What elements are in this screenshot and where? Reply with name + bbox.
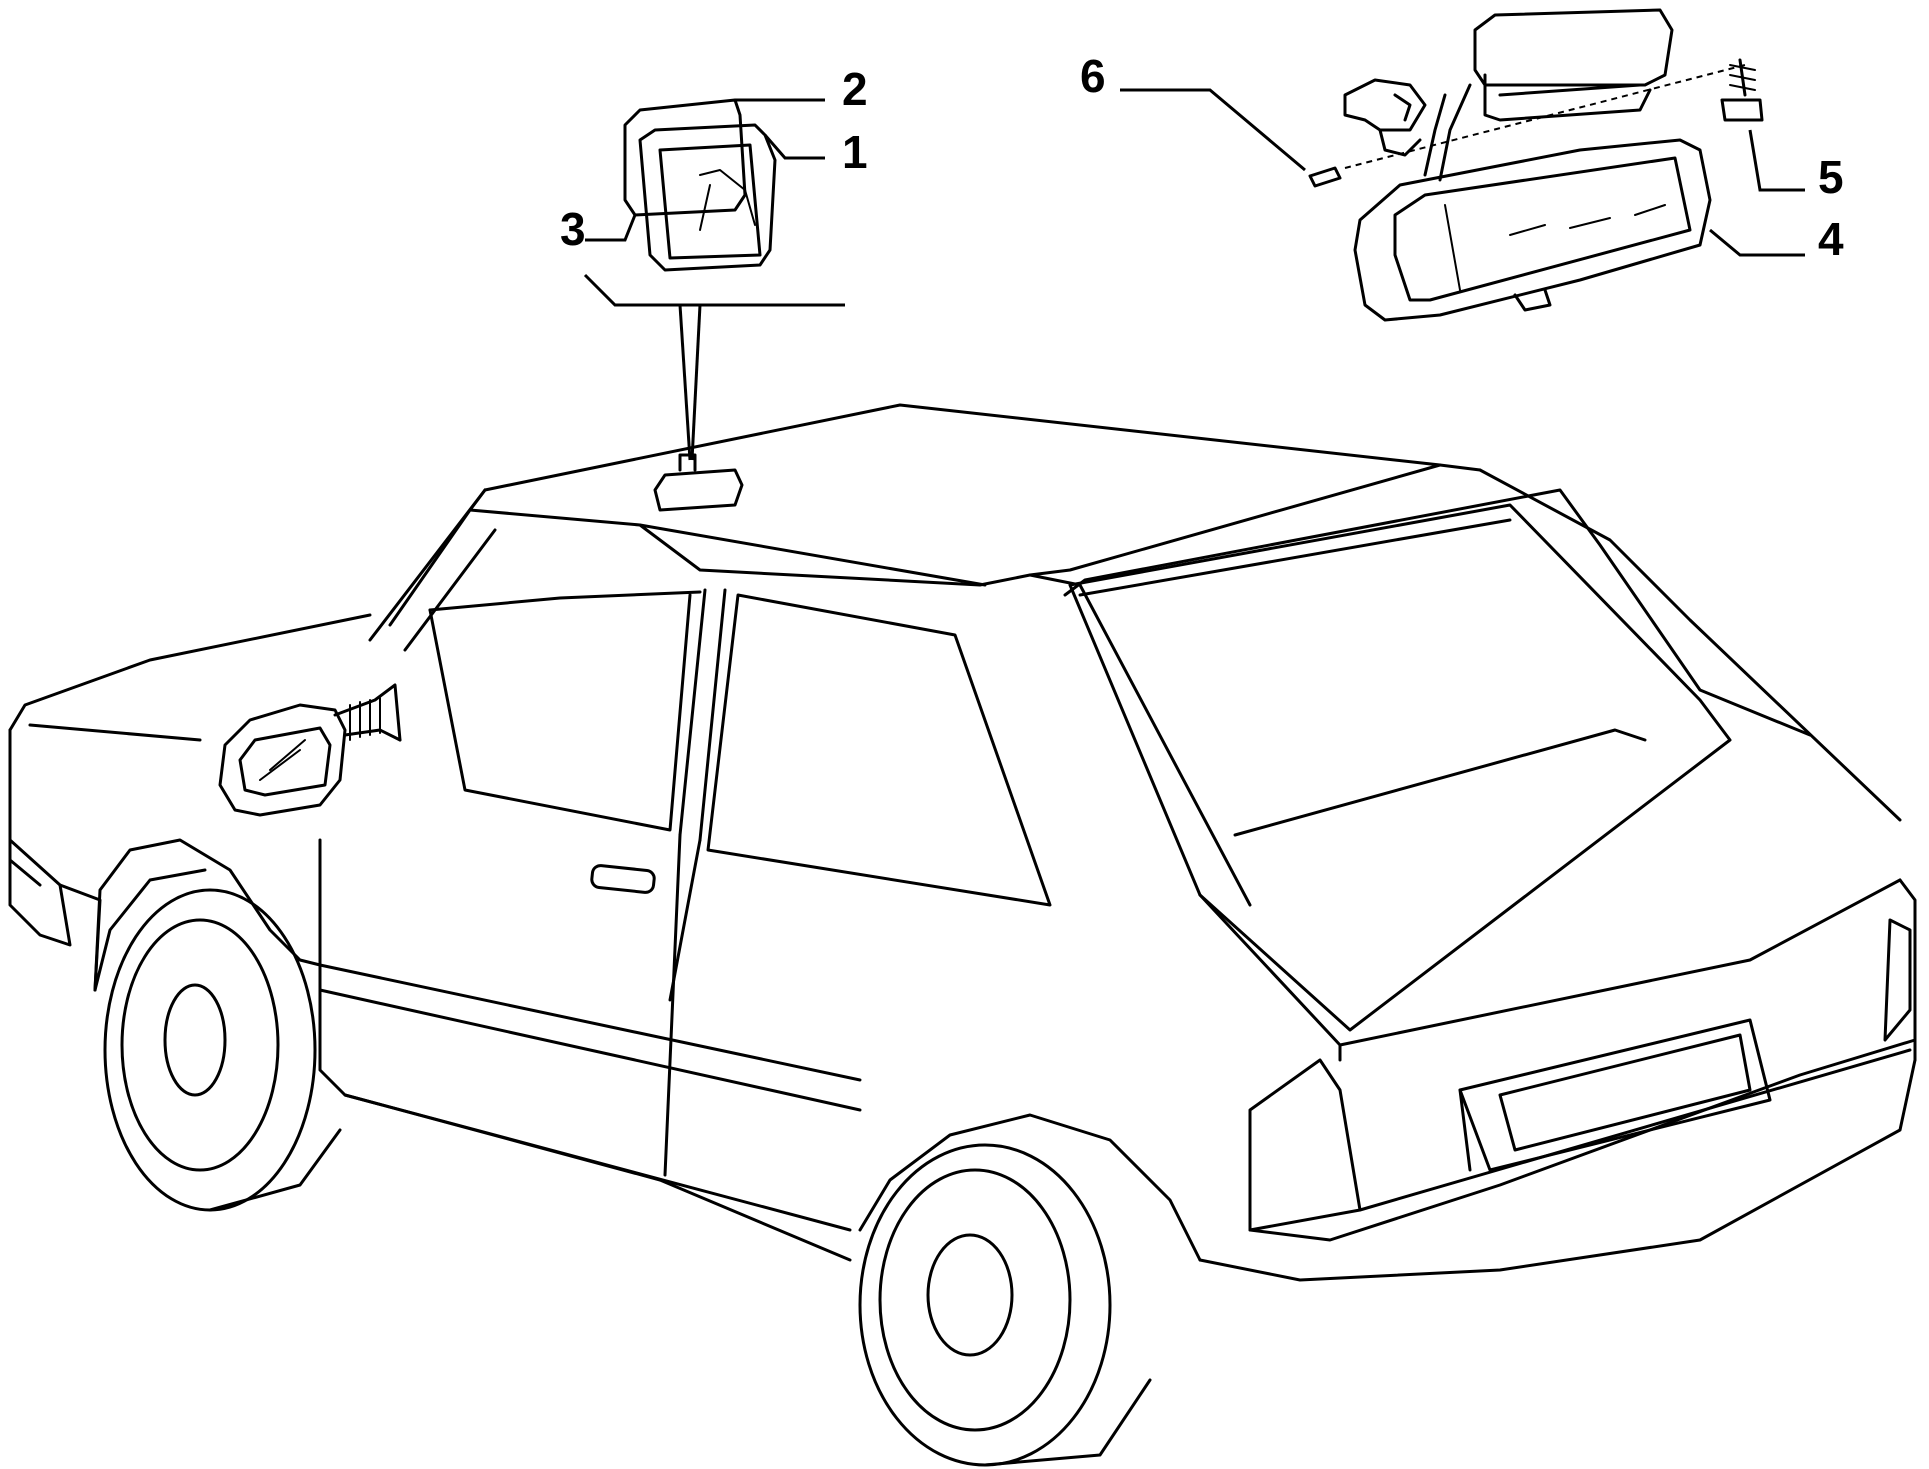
callout-3: 3 — [560, 203, 586, 255]
callout-2: 2 — [842, 63, 868, 115]
callout-4: 4 — [1818, 213, 1844, 265]
leader-lines — [583, 273, 845, 461]
courtesy-light-group — [623, 98, 777, 272]
callout-6: 6 — [1080, 50, 1106, 102]
callout-leaders — [585, 88, 1805, 257]
callout-numbers: 2 1 3 6 5 4 — [560, 50, 1844, 265]
front-wheel — [103, 888, 342, 1212]
callout-1: 1 — [842, 126, 868, 178]
car-body — [8, 403, 1917, 1282]
door-mirror — [218, 683, 402, 817]
interior-mirror-on-car — [653, 453, 744, 512]
callout-5: 5 — [1818, 151, 1844, 203]
rearview-mirror-assembly — [1308, 8, 1764, 322]
rear-wheel — [858, 1143, 1152, 1467]
